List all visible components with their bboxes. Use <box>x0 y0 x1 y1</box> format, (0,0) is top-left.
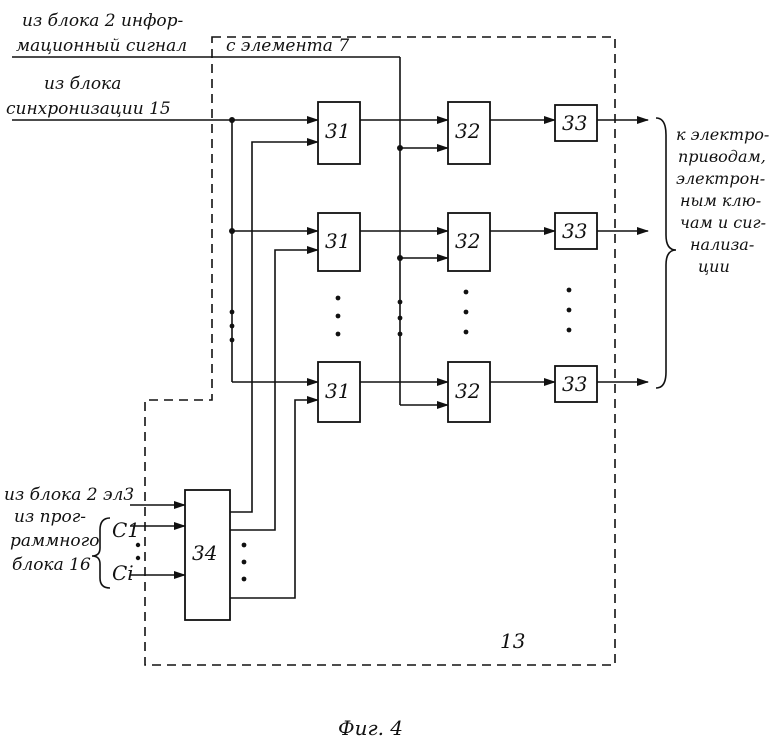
info-label-line2: мационный сигнал <box>16 36 187 56</box>
c1-label: C1 <box>112 518 140 542</box>
output-label-line7: ции <box>698 257 730 276</box>
block-31-row2-label: 31 <box>325 229 350 253</box>
wire-34-to-31-row2 <box>230 246 319 531</box>
block-32-row1 <box>447 101 491 165</box>
output-label-line2: приводам, <box>678 147 766 166</box>
block-32-row3 <box>447 361 491 423</box>
junction-dot <box>229 117 235 123</box>
block-32-row3-label: 32 <box>455 379 480 403</box>
block-31-row3 <box>317 361 361 423</box>
output-label-line3: электрон- <box>676 169 765 188</box>
sync-label-line2: синхронизации 15 <box>6 99 171 119</box>
unit-13-label: 13 <box>500 629 525 653</box>
info-label-line1: из блока 2 инфор- <box>22 11 184 31</box>
block2-el3-label: из блока 2 эл3 <box>4 485 134 505</box>
block-31-row1 <box>317 101 361 165</box>
prog-label-line2: раммного <box>10 531 99 551</box>
block-32-row2 <box>447 212 491 272</box>
ci-label: Ci <box>112 561 134 585</box>
output-label-line1: к электро- <box>676 125 769 144</box>
prog-label-line3: блока 16 <box>12 555 91 575</box>
block-31-row3-label: 31 <box>325 379 350 403</box>
input-brace <box>91 517 111 589</box>
block-31-row2 <box>317 212 361 272</box>
block-33-row2-label: 33 <box>562 219 587 243</box>
figure-caption: Фиг. 4 <box>338 716 403 740</box>
unit-13-boundary <box>144 36 616 666</box>
block-32-row1-label: 32 <box>455 119 480 143</box>
wire-34-to-31-row3 <box>230 396 319 599</box>
block-33-row3 <box>554 365 598 403</box>
sync-label-line1: из блока <box>44 74 121 94</box>
block-33-row1 <box>554 104 598 142</box>
block-34-label: 34 <box>192 541 217 565</box>
output-label-line5: чам и сиг- <box>680 213 766 232</box>
output-label-line4: ным клю- <box>680 191 761 210</box>
output-label-line6: нализа- <box>690 235 754 254</box>
block-33-row1-label: 33 <box>562 111 587 135</box>
block-33-row3-label: 33 <box>562 372 587 396</box>
prog-label-line1: из прог- <box>14 507 86 527</box>
output-brace <box>655 117 677 389</box>
block-31-row1-label: 31 <box>325 119 350 143</box>
wire-34-to-31-row1 <box>230 138 319 513</box>
block-34 <box>184 489 231 621</box>
from-element-label: с элемента 7 <box>226 36 349 56</box>
ellipsis-dots <box>135 287 572 582</box>
block-32-row2-label: 32 <box>455 229 480 253</box>
